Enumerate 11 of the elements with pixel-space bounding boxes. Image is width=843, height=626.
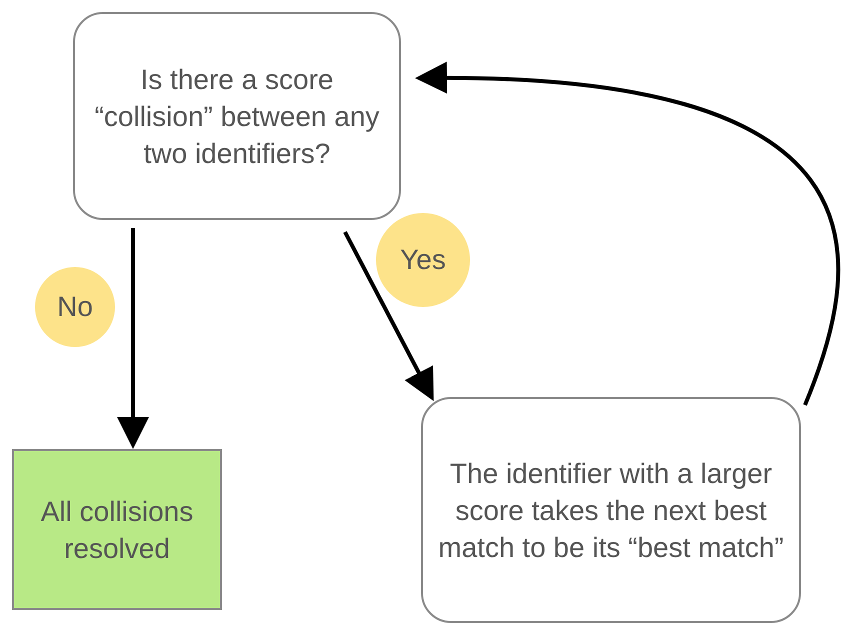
arrow xyxy=(415,62,840,406)
node-text: All collisions resolved xyxy=(40,494,194,566)
node-text: The identifier with a larger score takes the next best match to be its “best match” xyxy=(437,456,785,564)
decision-box xyxy=(73,12,401,220)
node-text: Is there a score “collision” between any two identifiers? xyxy=(94,62,380,170)
edge-label: Yes xyxy=(376,213,470,307)
arrow xyxy=(117,228,149,449)
arrow xyxy=(343,231,434,402)
process-box xyxy=(421,397,801,623)
end-box xyxy=(12,449,222,610)
edge-label: No xyxy=(35,267,115,347)
